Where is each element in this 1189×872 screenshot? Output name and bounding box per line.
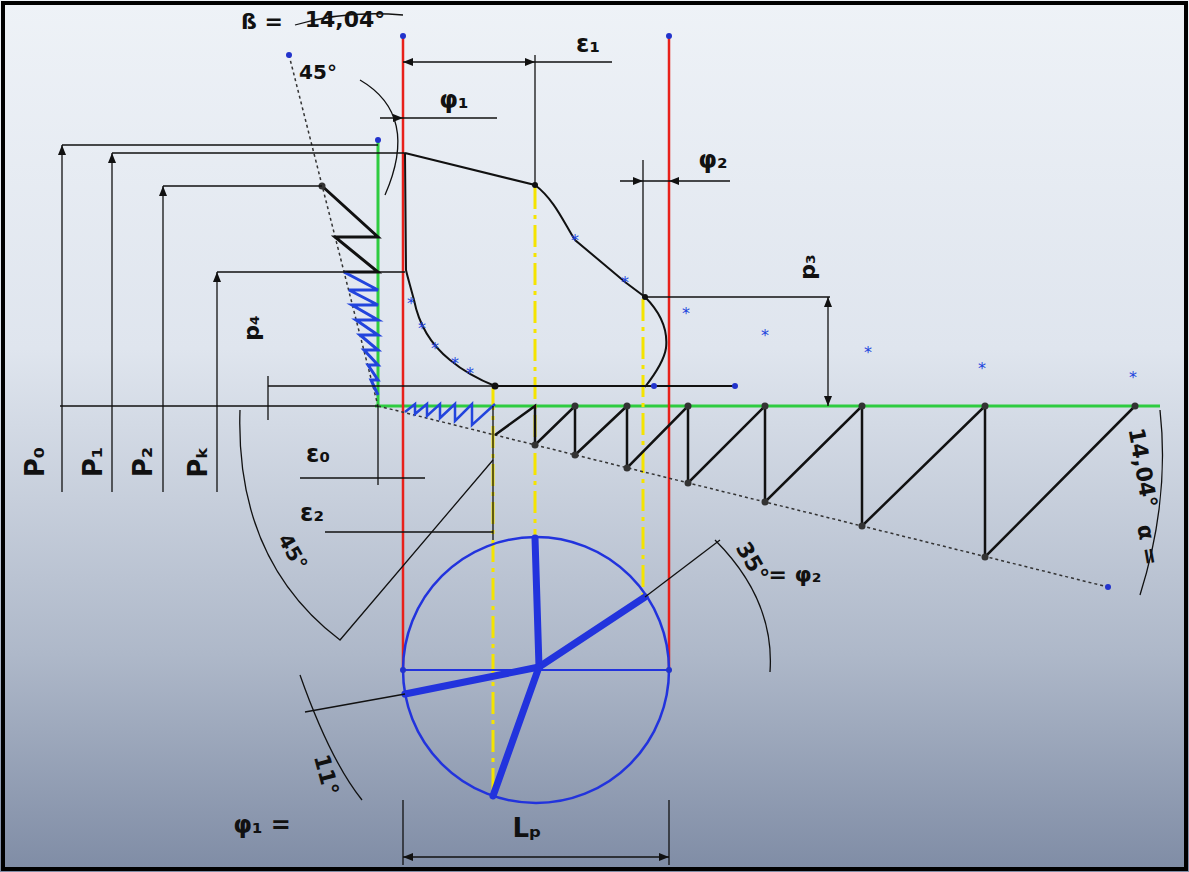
dimension-label: ε₀ xyxy=(306,442,330,466)
svg-text:*: * xyxy=(978,359,986,378)
dimension-label: 45° xyxy=(299,62,337,82)
svg-text:*: * xyxy=(451,354,459,373)
svg-text:*: * xyxy=(418,319,426,338)
dimension-label: = φ₂ xyxy=(769,564,822,586)
dimension-label: 14,04° xyxy=(1125,426,1161,509)
svg-text:*: * xyxy=(682,304,690,323)
dimension-label: p₄ xyxy=(241,315,263,340)
dimension-label: ε₁ xyxy=(576,32,600,56)
svg-text:*: * xyxy=(571,231,579,250)
dimension-label: 35° xyxy=(732,538,772,585)
svg-text:*: * xyxy=(431,339,439,358)
svg-text:*: * xyxy=(466,364,474,383)
svg-text:*: * xyxy=(761,326,769,345)
dimension-label: P₀ xyxy=(22,447,48,477)
svg-text:*: * xyxy=(407,294,415,313)
svg-text:*: * xyxy=(621,273,629,292)
dimension-label: 14,04° xyxy=(305,9,386,31)
dimension-label: φ₂ xyxy=(698,148,727,172)
dimension-label: 45° xyxy=(275,531,311,574)
dimension-label: ß = xyxy=(241,11,283,33)
dimension-label: P₂ xyxy=(130,447,156,477)
dimension-label: ε₂ xyxy=(300,501,324,525)
dimension-label: Lₚ xyxy=(512,815,541,841)
dimension-label: Pₖ xyxy=(185,446,211,478)
dimension-label: P₁ xyxy=(80,447,106,477)
svg-text:*: * xyxy=(1129,368,1137,387)
svg-text:*: * xyxy=(864,343,872,362)
dimension-label: φ₁ = xyxy=(233,813,291,837)
dimension-label: α = xyxy=(1134,523,1163,567)
dimension-label: φ₁ xyxy=(439,88,468,112)
dimension-label: p₃ xyxy=(797,254,819,279)
dimension-label: 11° xyxy=(310,752,342,798)
